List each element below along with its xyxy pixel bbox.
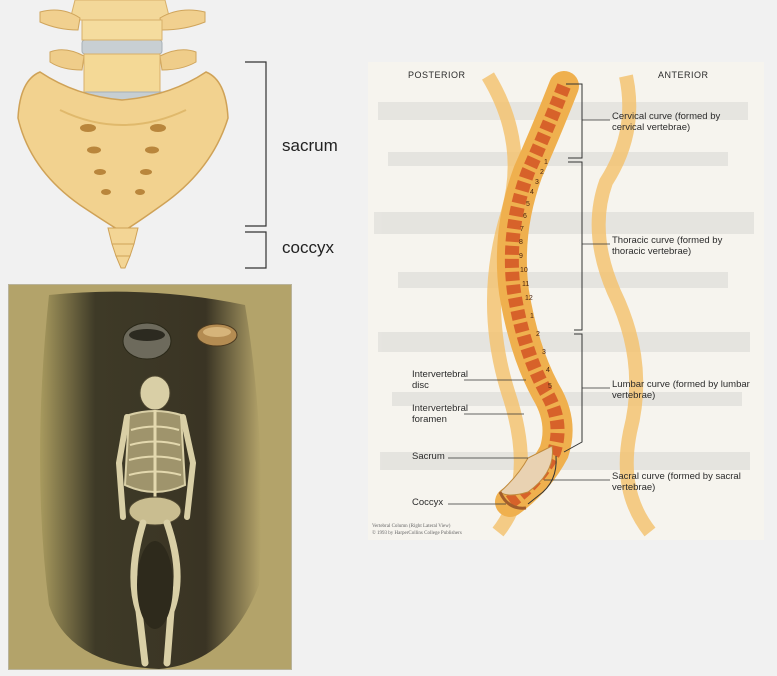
vertebra-number: 5 (548, 382, 552, 393)
lumbar-curve-label: Lumbar curve (formed by lumbar vertebrae… (612, 380, 752, 401)
sacrum-bracket (245, 62, 266, 226)
vertebra-number: 2 (536, 330, 540, 341)
vertebra-number: 10 (520, 266, 528, 277)
skull (140, 376, 170, 410)
intervertebral-disc-upper (82, 40, 162, 54)
vertebra-number: 7 (520, 225, 524, 236)
shadow-between-legs (137, 541, 173, 629)
pot-opening (129, 329, 165, 341)
vertebra-number: 4 (546, 366, 550, 377)
vertebra-number: 1 (530, 312, 534, 323)
lower-left-process (50, 50, 84, 70)
sacrum-illustration-panel: sacrum coccyx (0, 0, 360, 280)
sacrum-part-label: Sacrum (412, 452, 445, 463)
figure-caption-line-1: Vertebral Column (Right Lateral View) (372, 524, 450, 530)
spine-illustration (368, 62, 764, 540)
intervertebral-disc-label: Intervertebral disc (412, 370, 468, 391)
vertebra-number: 3 (535, 178, 539, 189)
vertebra-number: 12 (525, 294, 533, 305)
vertebra-number: 8 (519, 238, 523, 249)
vertebra-number: 4 (530, 188, 534, 199)
pelvis (129, 497, 181, 525)
posterior-header: POSTERIOR (408, 70, 466, 81)
cervical-curve-label: Cervical curve (formed by cervical verte… (612, 112, 752, 133)
vertebra-number: 9 (519, 252, 523, 263)
coccyx-label: coccyx (282, 238, 334, 258)
vertebra-number: 6 (523, 212, 527, 223)
coccyx-part-label: Coccyx (412, 498, 443, 509)
burial-photo-illustration (9, 285, 292, 670)
coccyx-segment-3 (116, 256, 130, 268)
bowl-interior (203, 327, 231, 337)
vertebra-number: 2 (540, 168, 544, 179)
vertebral-column-diagram: POSTERIOR ANTERIOR Cervical curve (forme… (368, 62, 764, 540)
vertebra-number: 5 (526, 200, 530, 211)
coccyx-segment-1 (108, 228, 138, 244)
vertebra-number: 11 (522, 280, 529, 291)
lower-vertebra (82, 20, 162, 40)
coccyx-segment-2 (112, 244, 134, 256)
burial-photograph (8, 284, 292, 670)
upper-vertebra (70, 0, 170, 20)
coccyx-bracket (245, 232, 266, 268)
vertebra-number: 3 (542, 348, 546, 359)
sacrum-label: sacrum (282, 136, 338, 156)
figure-caption-line-2: © 1993 by HarperCollins College Publishe… (372, 531, 462, 537)
vertebra-number: 1 (544, 158, 548, 169)
lower-right-process (160, 50, 196, 70)
thoracic-curve-label: Thoracic curve (formed by thoracic verte… (612, 236, 752, 257)
intervertebral-foramen-label: Intervertebral foramen (412, 404, 468, 425)
anterior-header: ANTERIOR (658, 70, 709, 81)
sacral-curve-label: Sacral curve (formed by sacral vertebrae… (612, 472, 752, 493)
l5-vertebra-body (84, 54, 160, 94)
